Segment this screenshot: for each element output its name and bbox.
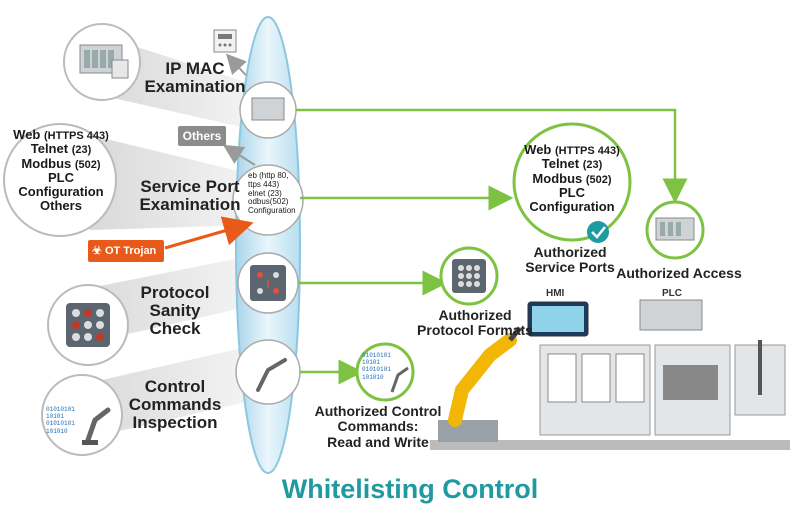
protocol-grid-icon bbox=[66, 303, 110, 347]
ot-trojan-tag: ☣ OT Trojan bbox=[88, 240, 164, 262]
small-device-icon bbox=[213, 29, 237, 53]
control-commands-inspection-label: Control Commands Inspection bbox=[128, 377, 222, 432]
plc-label: PLC bbox=[662, 288, 682, 299]
robot-arm-binary-icon bbox=[82, 407, 111, 445]
ip-mac-examination-label: IP MAC Examination bbox=[144, 59, 246, 96]
green-arrows bbox=[296, 108, 688, 385]
authorized-access-label: Authorized Access bbox=[616, 265, 742, 281]
server-rack-icon bbox=[79, 44, 129, 79]
lens-ports-text: eb (http 80, ttps 443) elnet (23) odbus(… bbox=[248, 171, 296, 216]
authorized-commands-circle bbox=[355, 342, 415, 402]
authorized-service-ports-circle bbox=[512, 122, 632, 242]
others-tag: Others bbox=[178, 126, 226, 146]
left-service-ports-list: Web (HTTPS 443) Telnet (23) Modbus (502)… bbox=[13, 127, 109, 214]
hmi-label: HMI bbox=[546, 288, 565, 299]
lens-inner-circles: ! bbox=[232, 81, 304, 405]
checkmark-icon bbox=[587, 221, 609, 243]
authorized-control-commands-label: Authorized Control Commands: Read and Wr… bbox=[314, 403, 442, 450]
authorized-protocol-formats-label: Authorized Protocol Formats bbox=[417, 307, 533, 339]
protocol-sanity-check-label: Protocol Sanity Check bbox=[140, 283, 210, 338]
factory-machinery bbox=[430, 299, 790, 450]
right-service-ports-list: Web (HTTPS 443) Telnet (23) Modbus (502)… bbox=[524, 142, 620, 215]
biohazard-icon: ☣ bbox=[92, 245, 102, 257]
svg-text:!: ! bbox=[266, 277, 270, 291]
service-port-examination-label: Service Port Examination bbox=[139, 177, 241, 214]
page-title: Whitelisting Control bbox=[281, 474, 539, 504]
authorized-service-ports-label: Authorized Service Ports bbox=[525, 244, 615, 276]
